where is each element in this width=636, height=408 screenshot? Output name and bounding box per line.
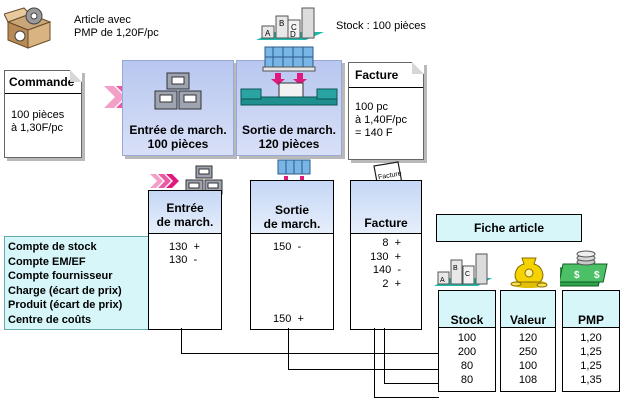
fiche-pmp-column: PMP 1,20 1,25 1,25 1,35: [562, 290, 620, 392]
fiche-stock-value: 100: [457, 332, 477, 344]
account-stock: Compte de stock: [8, 241, 97, 253]
money-bag-icon: [508, 254, 550, 290]
sortie-col-header: Sortie: [274, 203, 309, 217]
article-note: Article avec PMP de 1,20F/pc: [74, 14, 159, 39]
svg-text:B: B: [453, 265, 458, 272]
account-em-ef: Compte EM/EF: [8, 255, 86, 268]
account-fournisseur: Compte fournisseur: [8, 270, 113, 283]
sortie-column: Sortie de march. 150 - 150 +: [250, 180, 334, 330]
account-centre-couts: Centre de coûts: [8, 313, 92, 326]
svg-text:$: $: [594, 270, 600, 281]
svg-text:C: C: [465, 271, 470, 278]
fiche-article-title: Fiche article: [436, 214, 582, 242]
fiche-pmp-value: 1,20: [580, 332, 602, 344]
entree-top-qty: 100 pièces: [147, 137, 209, 151]
facture-note-qty: 100 pc: [355, 101, 389, 113]
svg-text:Facture: Facture: [378, 170, 403, 181]
fiche-pmp-header: PMP: [562, 290, 620, 328]
sortie-top-label: Sortie de march.: [241, 123, 337, 137]
facture-entry: 140 -: [372, 264, 401, 276]
flow-arrow-small-icon: [150, 174, 180, 188]
commande-qty: 100 pièces: [11, 109, 65, 121]
fiche-valeur-value: 108: [518, 374, 538, 386]
facture-note-total: = 140 F: [355, 127, 393, 139]
entree-col-header: Entrée: [166, 201, 204, 215]
svg-text:$: $: [574, 270, 580, 281]
account-charge: Charge (écart de prix): [8, 284, 122, 297]
facture-column: Facture 8 + 130 + 140 - 2 +: [350, 180, 422, 330]
fiche-stock-value: 200: [457, 346, 477, 358]
svg-text:B: B: [279, 19, 284, 28]
conveyor-icon: [240, 46, 338, 106]
sortie-entry: 150 +: [273, 313, 304, 325]
accounts-legend: Compte de stock Compte EM/EF Compte four…: [4, 236, 150, 330]
svg-text:C: C: [291, 23, 297, 32]
sortie-top-qty: 120 pièces: [258, 137, 320, 151]
fiche-valeur-value: 100: [518, 360, 538, 372]
fiche-pmp-value: 1,25: [580, 346, 602, 358]
article-box-icon: [3, 4, 54, 50]
fiche-valeur-header: Valeur: [500, 290, 556, 328]
entree-top-box: Entrée de march. 100 pièces: [122, 60, 234, 156]
fiche-pmp-value: 1,25: [580, 360, 602, 372]
money-stack-icon: $ $: [553, 250, 610, 290]
entree-column: Entrée de march. 130 + 130 -: [148, 190, 222, 330]
stock-blocks-icon: A B C D: [256, 4, 326, 44]
fiche-valeur-value: 250: [518, 346, 538, 358]
entree-entry: 130 +: [169, 241, 200, 253]
facture-entry: 130 +: [370, 250, 401, 263]
fiche-stock-value: 80: [460, 360, 474, 372]
stock-blocks-small-icon: A B C: [434, 250, 494, 292]
sortie-top-box: Sortie de march. 120 pièces: [236, 46, 342, 156]
facture-note: Facture 100 pc à 1,40F/pc = 140 F: [348, 62, 424, 160]
fiche-valeur-value: 120: [518, 332, 538, 344]
commande-title: Commande: [9, 75, 75, 89]
fiche-stock-value: 80: [460, 374, 474, 386]
sortie-entry: 150 -: [273, 241, 302, 253]
entree-entry: 130 -: [169, 254, 198, 266]
entree-top-label: Entrée de march.: [129, 123, 227, 137]
fiche-valeur-column: Valeur 120 250 100 108: [500, 290, 556, 392]
commande-note: Commande 100 pièces à 1,30F/pc: [4, 70, 82, 158]
facture-entry: 2 +: [382, 277, 401, 290]
facture-col-header: Facture: [364, 216, 408, 230]
fiche-pmp-value: 1,35: [580, 374, 602, 386]
commande-price: à 1,30F/pc: [11, 122, 63, 134]
facture-note-title: Facture: [355, 68, 399, 82]
fiche-stock-header: Stock: [438, 290, 496, 328]
svg-text:A: A: [440, 277, 445, 284]
facture-entry: 8 +: [382, 237, 401, 249]
account-produit: Produit (écart de prix): [8, 299, 123, 312]
facture-note-price: à 1,40F/pc: [355, 114, 407, 126]
fiche-stock-column: Stock 100 200 80 80: [438, 290, 496, 392]
stock-label: Stock : 100 pièces: [336, 20, 426, 32]
svg-text:A: A: [265, 29, 271, 38]
svg-text:D: D: [290, 30, 296, 39]
boxes-icon: [154, 72, 202, 110]
